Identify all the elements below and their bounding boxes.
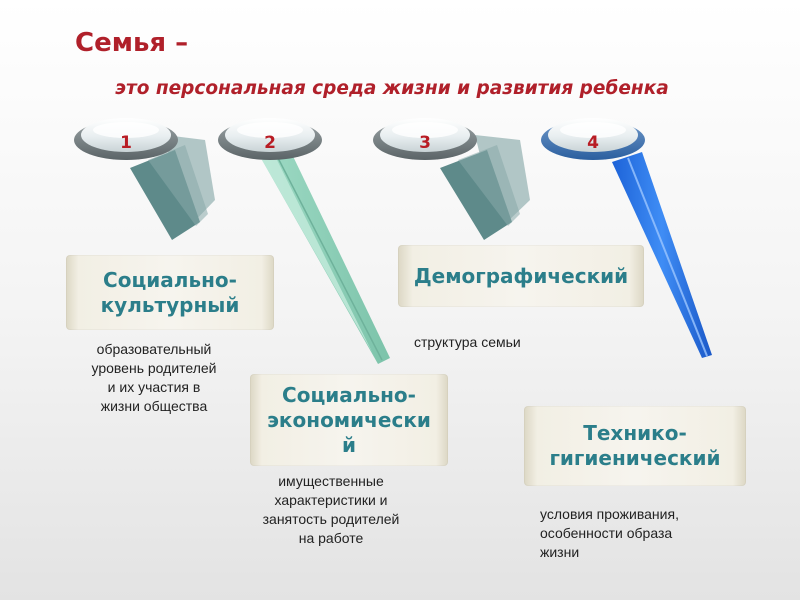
category-2-description: имущественные характеристики и занятость… [236, 472, 426, 548]
category-4-box: Технико- гигиенический [524, 406, 746, 486]
category-2-line2: экономически [267, 408, 431, 433]
category-3-box: Демографический [398, 245, 644, 307]
category-4-line2: гигиенический [549, 446, 720, 471]
number-4: 4 [575, 133, 611, 153]
category-3-description: структура семьи [414, 333, 614, 352]
category-1-line1: Социально- [103, 268, 237, 293]
number-3: 3 [407, 133, 443, 153]
pin-2-shape [262, 150, 390, 364]
category-4-line1: Технико- [583, 421, 687, 446]
number-1: 1 [108, 133, 144, 153]
category-1-description: образовательный уровень родителей и их у… [64, 340, 244, 416]
category-4-description: условия проживания, особенности образа ж… [540, 505, 740, 562]
category-1-box: Социально- культурный [66, 255, 274, 330]
category-2-box: Социально- экономически й [250, 374, 448, 466]
category-3-label: Демографический [414, 264, 628, 289]
category-1-line2: культурный [101, 293, 240, 318]
number-2: 2 [252, 133, 288, 153]
category-2-line3: й [342, 433, 356, 458]
category-2-line1: Социально- [282, 383, 416, 408]
